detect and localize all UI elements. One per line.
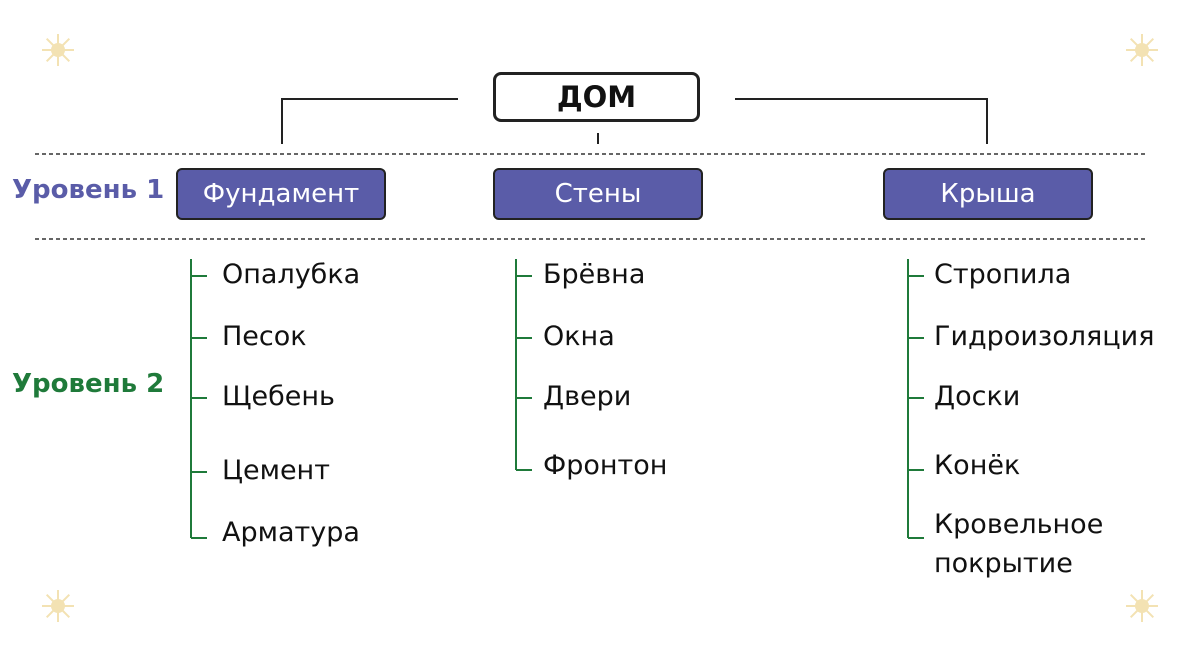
- decor-ray: [1141, 593, 1155, 607]
- walls-item: Фронтон: [543, 450, 668, 481]
- root-connectors: [281, 98, 988, 144]
- walls-item: Окна: [543, 321, 615, 352]
- walls-item: Двери: [543, 381, 632, 412]
- roof-item: Кровельное покрытие: [934, 509, 1104, 580]
- decor-ray: [1129, 49, 1143, 63]
- connector-right: [735, 98, 988, 144]
- foundation-item: Песок: [222, 321, 307, 352]
- root-label: ДОМ: [556, 80, 637, 114]
- foundation-item: Опалубка: [222, 259, 361, 290]
- decor-ray: [1141, 37, 1155, 51]
- level-2-label: Уровень 2: [12, 369, 165, 399]
- decor-ray: [57, 605, 71, 619]
- foundation-item: Щебень: [222, 381, 335, 412]
- decor-ray: [45, 49, 59, 63]
- decor-ray: [1129, 593, 1143, 607]
- foundation-item: Арматура: [222, 517, 360, 548]
- decor-ray: [45, 593, 59, 607]
- roof-item: Стропила: [934, 259, 1072, 290]
- decor-ray: [45, 605, 59, 619]
- decor-ray: [1141, 605, 1155, 619]
- connector-left: [281, 98, 458, 144]
- roof-item: Гидроизоляция: [934, 321, 1155, 352]
- root-node: ДОМ: [493, 72, 700, 122]
- decor-ray: [1129, 37, 1143, 51]
- branch-connectors: [190, 259, 924, 539]
- roof-item: Конёк: [934, 450, 1021, 481]
- roof-item: Доски: [934, 381, 1021, 412]
- decor-ray: [45, 37, 59, 51]
- walls-item: Брёвна: [543, 259, 646, 290]
- decor-ray: [57, 37, 71, 51]
- node-walls: Стены: [493, 168, 703, 220]
- decor-ray: [57, 49, 71, 63]
- node-roof-label: Крыша: [940, 179, 1036, 209]
- node-foundation-label: Фундамент: [202, 179, 360, 209]
- decorative-icons: [42, 34, 1158, 622]
- level-1-label: Уровень 1: [12, 175, 165, 205]
- decor-ray: [57, 593, 71, 607]
- decor-ray: [1141, 49, 1155, 63]
- node-walls-label: Стены: [554, 179, 642, 209]
- decor-ray: [1129, 605, 1143, 619]
- node-foundation: Фундамент: [176, 168, 386, 220]
- foundation-item: Цемент: [222, 455, 330, 486]
- node-roof: Крыша: [883, 168, 1093, 220]
- level-dividers: [35, 153, 1145, 240]
